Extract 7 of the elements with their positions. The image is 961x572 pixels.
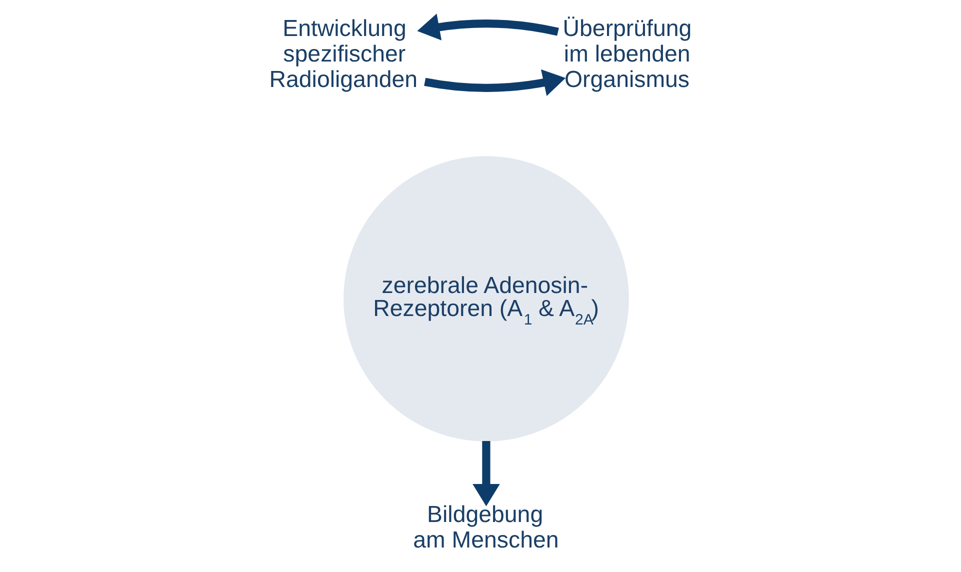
node-circle: zerebrale Adenosin-Rezeptoren (A$_{1}$ & A$_{2A}$) bbox=[343, 156, 628, 442]
arrow bbox=[424, 69, 566, 96]
arrow bbox=[472, 441, 500, 506]
node-text: Entwicklung spezifischer Radioliganden bbox=[268, 14, 418, 92]
arrow bbox=[416, 14, 558, 40]
node-text: Überprüfung im lebenden Organismus bbox=[562, 14, 692, 92]
node-text: Bildgebung am Menschen bbox=[412, 501, 558, 553]
